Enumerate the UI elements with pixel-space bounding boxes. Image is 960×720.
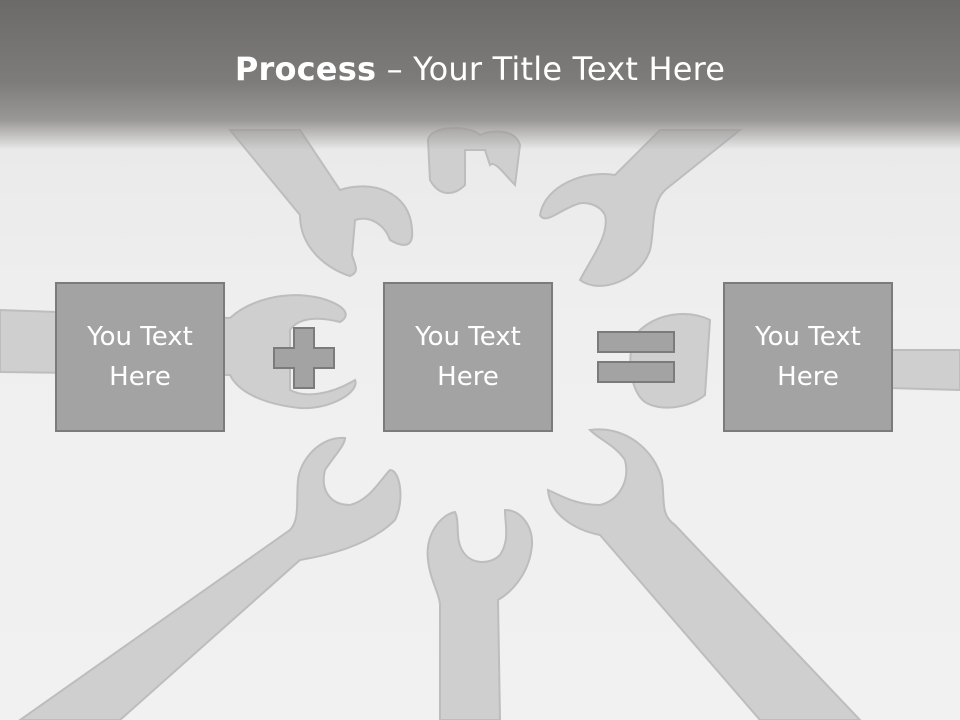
- equals-icon: [597, 331, 675, 383]
- plus-icon: [273, 327, 335, 389]
- process-box-2[interactable]: You Text Here: [383, 282, 553, 432]
- process-box-1[interactable]: You Text Here: [55, 282, 225, 432]
- process-box-2-text: You Text Here: [415, 322, 521, 392]
- title-rest: – Your Title Text Here: [376, 50, 726, 88]
- slide-title: Process – Your Title Text Here: [0, 50, 960, 88]
- process-box-3[interactable]: You Text Here: [723, 282, 893, 432]
- process-box-1-text: You Text Here: [87, 322, 193, 392]
- title-band: [0, 0, 960, 150]
- title-strong: Process: [234, 50, 377, 88]
- process-box-3-text: You Text Here: [755, 322, 861, 392]
